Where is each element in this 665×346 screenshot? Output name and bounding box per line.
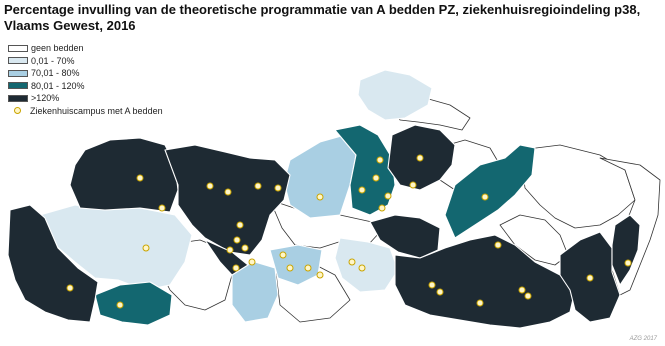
campus-marker-37 [624, 259, 632, 267]
campus-marker-8 [241, 244, 249, 252]
campus-marker-4 [254, 182, 262, 190]
campus-marker-1 [158, 204, 166, 212]
campus-marker-5 [236, 221, 244, 229]
region-westkust-max [7, 204, 99, 323]
campus-markers [66, 154, 632, 309]
campus-marker-15 [358, 186, 366, 194]
campus-marker-20 [348, 258, 356, 266]
campus-marker-36 [586, 274, 594, 282]
campus-marker-19 [409, 181, 417, 189]
campus-marker-7 [226, 246, 234, 254]
map-title: Percentage invulling van de theoretische… [4, 2, 644, 34]
region-center-south-light [334, 237, 399, 293]
campus-marker-24 [116, 301, 124, 309]
campus-marker-2 [224, 188, 232, 196]
legend-label-mid: 70,01 - 80% [31, 68, 80, 79]
campus-marker-29 [481, 193, 489, 201]
legend-swatch-max [8, 94, 28, 102]
region-kortrijk-high [94, 281, 173, 326]
campus-marker-0 [136, 174, 144, 182]
campus-marker-25 [232, 264, 240, 272]
campus-marker-16 [384, 192, 392, 200]
region-gent-north-max [164, 144, 291, 256]
campus-marker-26 [286, 264, 294, 272]
campus-marker-3 [206, 182, 214, 190]
campus-marker-22 [142, 244, 150, 252]
legend-item-max: >120% [8, 92, 163, 105]
region-aalst-mid [231, 261, 279, 323]
region-blank-east-limburg [519, 144, 636, 229]
legend-label-geen: geen bedden [31, 43, 84, 54]
legend-item-geen: geen bedden [8, 42, 163, 55]
region-brugge-max [69, 137, 179, 213]
campus-marker-6 [233, 236, 241, 244]
campus-marker-23 [66, 284, 74, 292]
campus-marker-13 [376, 156, 384, 164]
region-antwerp-high [334, 124, 396, 216]
legend-campus-dot-icon [14, 107, 21, 115]
legend-item-campus: Ziekenhuiscampus met A bedden [8, 105, 163, 118]
campus-marker-9 [248, 258, 256, 266]
legend-swatch-mid [8, 69, 28, 77]
campus-marker-12 [316, 193, 324, 201]
campus-marker-33 [476, 299, 484, 307]
legend: geen bedden 0,01 - 70% 70,01 - 80% 80,01… [8, 42, 163, 117]
region-waasland-mid [283, 134, 357, 219]
legend-item-mid: 70,01 - 80% [8, 67, 163, 80]
title-line-2: Vlaams Gewest, 2016 [4, 18, 136, 33]
legend-swatch-low [8, 57, 28, 65]
region-kempen-high [444, 144, 536, 239]
campus-marker-10 [279, 251, 287, 259]
legend-swatch-high [8, 82, 28, 90]
region-north-light [357, 69, 433, 121]
legend-label-max: >120% [31, 93, 60, 104]
campus-marker-18 [416, 154, 424, 162]
legend-item-low: 0,01 - 70% [8, 55, 163, 68]
campus-marker-31 [428, 281, 436, 289]
legend-item-high: 80,01 - 120% [8, 80, 163, 93]
campus-marker-27 [304, 264, 312, 272]
campus-marker-30 [494, 241, 502, 249]
campus-marker-35 [524, 292, 532, 300]
credit-text: AZG 2017 [629, 336, 657, 342]
campus-marker-17 [378, 204, 386, 212]
campus-marker-28 [316, 271, 324, 279]
campus-marker-14 [372, 174, 380, 182]
region-mechelen-max [369, 214, 441, 259]
legend-swatch-geen [8, 44, 28, 52]
region-maasland-max [611, 214, 641, 286]
legend-label-low: 0,01 - 70% [31, 55, 75, 66]
campus-marker-21 [358, 264, 366, 272]
campus-marker-32 [436, 288, 444, 296]
title-line-1: Percentage invulling van de theoretische… [4, 2, 641, 17]
campus-marker-11 [274, 184, 282, 192]
legend-label-campus: Ziekenhuiscampus met A bedden [30, 105, 163, 116]
campus-marker-34 [518, 286, 526, 294]
legend-label-high: 80,01 - 120% [31, 80, 85, 91]
